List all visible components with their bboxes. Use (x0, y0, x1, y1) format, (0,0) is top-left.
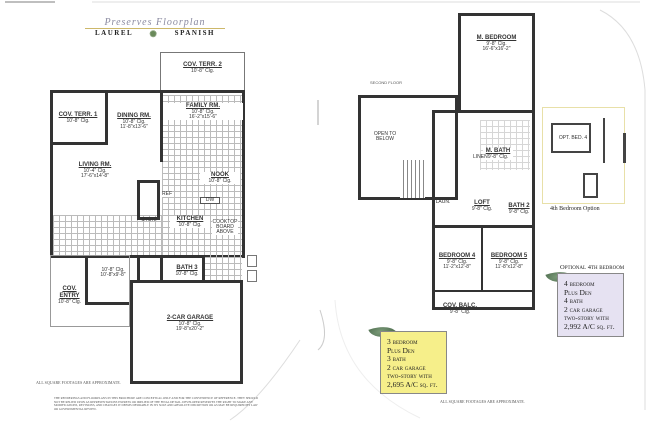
room-family: FAMILY RM.10'-8" Clg.16'-2"x15'-6" (163, 103, 243, 120)
room-living: LIVING RM.10'-4" Clg.17'-6"x14'-8" (78, 162, 112, 179)
ac-unit (247, 255, 257, 267)
main-outline (50, 90, 245, 258)
summary-line: 4 bedroom (564, 279, 595, 288)
summary-line: two-story with (564, 313, 609, 323)
base-plan-summary: 3 bedroom Plus Den 3 bath 2 car garage t… (380, 331, 447, 394)
room-dining: DINING RM.10'-8" Clg.11'-8"x13'-6" (117, 113, 151, 130)
optional-plan-heading: Optional 4th bedroom (560, 264, 625, 271)
room-laundry: LAUN. (435, 199, 451, 205)
room-storage: STOR. (141, 217, 157, 223)
fixture-ref: REF (162, 191, 172, 197)
summary-line: 2,992 A/C sq. ft. (564, 321, 615, 331)
summary-line: 2,695 A/C sq. ft. (387, 379, 438, 389)
staircase (400, 160, 425, 198)
storage-walls (137, 180, 160, 220)
option-walls (551, 123, 591, 153)
summary-line: 3 bedroom (387, 337, 418, 346)
garage-walls (130, 280, 243, 384)
summary-line: Plus Den (387, 345, 415, 355)
room-optional-bedroom-4: OPT. BED. 4 (558, 135, 588, 141)
model-name-left: LAUREL (95, 29, 134, 37)
first-floor-footnote: ALL SQUARE FOOTAGES ARE APPROXIMATE. (36, 380, 121, 385)
wall (160, 92, 163, 162)
summary-line: 2 car garage (564, 304, 603, 314)
summary-line: 4 bath (564, 296, 583, 306)
ac-unit (247, 270, 257, 282)
wall (583, 173, 598, 198)
upper-outline (432, 110, 535, 310)
second-floor-footnote: ALL SQUARE FOOTAGES ARE APPROXIMATE. (440, 399, 525, 404)
tile-floor-foyer (53, 215, 163, 255)
fixture-dishwasher: DW (200, 197, 220, 204)
palm-logo-icon: ✺ (149, 29, 159, 39)
wall (432, 225, 535, 228)
wall (105, 92, 108, 144)
brand-script-title: Preserves Floorplan (85, 17, 225, 29)
room-den: 10'-8" Clg.10'-8"x9'-8" (100, 267, 126, 278)
fixture-cooktop: COOKTOP BOARD ABOVE (212, 219, 238, 235)
option-caption: 4th Bedroom Option (550, 206, 600, 212)
master-bedroom-walls (458, 13, 535, 113)
optional-plan-summary: 4 bedroom Plus Den 4 bath 2 car garage t… (557, 273, 624, 337)
brand-logo: Preserves Floorplan LAUREL ✺ SPANISH (85, 17, 225, 40)
bedroom-option-inset: OPT. BED. 4 (542, 107, 626, 204)
model-name-right: SPANISH (174, 29, 215, 37)
room-cov-balcony: COV. BALC.9'-8" Clg. (442, 303, 478, 315)
summary-line: 3 bath (387, 354, 406, 364)
summary-line: 2 car garage (387, 362, 426, 372)
open-to-below: OPEN TO BELOW (373, 131, 397, 142)
wall (603, 118, 605, 163)
wall (432, 290, 535, 292)
bath-tile (480, 120, 530, 170)
wall (623, 133, 626, 163)
wall (481, 225, 483, 290)
tile-floor (162, 95, 242, 280)
summary-line: Plus Den (564, 287, 592, 297)
cov-entry-area (50, 255, 130, 327)
open-to-below-walls (358, 95, 458, 200)
disclaimer-text: THE RENDERINGS AND FLOORPLANS IN THIS BR… (54, 396, 258, 411)
summary-line: two-story with (387, 371, 432, 381)
wall (50, 142, 108, 145)
second-floor-label: SECOND FLOOR (370, 80, 403, 85)
room-linen: LINEN (473, 154, 488, 160)
